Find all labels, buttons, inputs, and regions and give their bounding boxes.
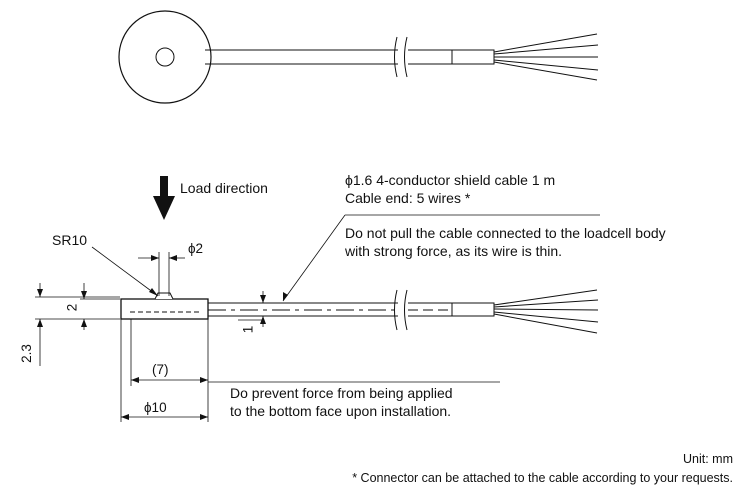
side-view <box>120 289 599 334</box>
bottom-warning-line2: to the bottom face upon installation. <box>230 403 452 419</box>
dim-2-3-label: 2.3 <box>18 344 34 363</box>
load-direction-arrow <box>153 176 175 220</box>
cable-wires <box>493 33 599 81</box>
phi2-label: ϕ2 <box>188 241 204 256</box>
sr10-label: SR10 <box>52 232 88 248</box>
loadcell-body <box>120 298 209 320</box>
load-button <box>154 292 174 300</box>
cable-spec-line1: ϕ1.6 4-conductor shield cable 1 m <box>345 172 556 188</box>
cable-spec-line2: Cable end: 5 wires * <box>345 190 471 206</box>
sensor-center-circle <box>155 47 175 67</box>
dim-1-label: 1 <box>240 325 256 334</box>
dimension-arrows <box>37 255 288 420</box>
pull-warning-line2: with strong force, as its wire is thin. <box>345 243 563 259</box>
load-direction-label: Load direction <box>180 180 268 196</box>
connector-note: * Connector can be attached to the cable… <box>352 471 733 485</box>
top-view <box>118 10 599 104</box>
phi10-label: ϕ10 <box>144 400 167 415</box>
pull-warning-line1: Do not pull the cable connected to the l… <box>345 225 666 241</box>
dim-2-label: 2 <box>64 303 80 312</box>
side-cable-wires <box>493 289 599 334</box>
dim-7-label: (7) <box>152 362 169 377</box>
bottom-warning-line1: Do prevent force from being applied <box>230 385 453 401</box>
unit-note: Unit: mm <box>683 452 733 466</box>
sensor-disc-outline <box>118 10 212 104</box>
cable-sheath-end <box>451 49 495 65</box>
